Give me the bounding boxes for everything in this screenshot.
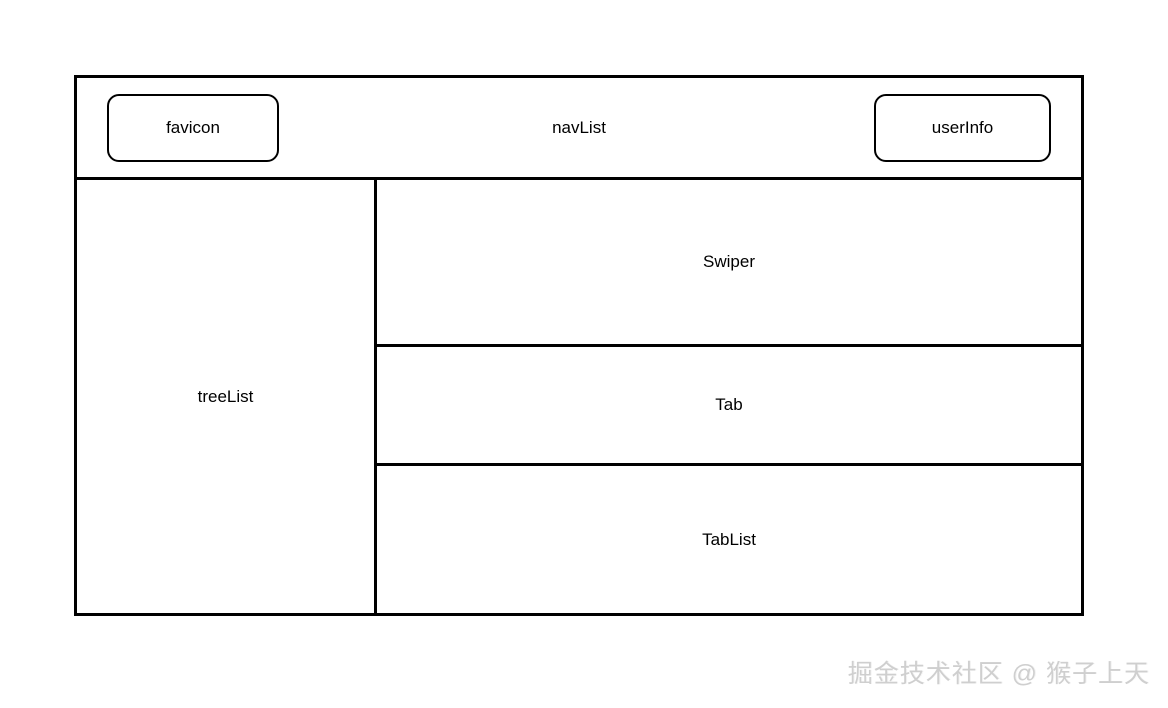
tablist-label: TabList <box>702 529 756 549</box>
tab-label: Tab <box>715 395 743 414</box>
favicon-label: favicon <box>166 117 220 137</box>
favicon-box[interactable]: favicon <box>107 93 279 162</box>
swiper-block[interactable]: Swiper <box>377 180 1081 347</box>
tab-block[interactable]: Tab <box>377 347 1081 466</box>
body-region: treeList Swiper Tab TabList <box>77 180 1081 613</box>
userinfo-box[interactable]: userInfo <box>874 93 1051 162</box>
swiper-label: Swiper <box>703 252 755 271</box>
content-panel: Swiper Tab TabList <box>377 180 1081 613</box>
userinfo-label: userInfo <box>931 117 994 137</box>
treelist-label: treeList <box>197 386 254 406</box>
wireframe-container: favicon navList userInfo treeList Swiper… <box>74 75 1084 616</box>
watermark-text: 掘金技术社区 @ 猴子上天 <box>847 660 1150 688</box>
treelist-panel[interactable]: treeList <box>77 180 377 613</box>
tablist-block[interactable]: TabList <box>377 466 1081 613</box>
header-region: favicon navList userInfo <box>77 78 1081 180</box>
